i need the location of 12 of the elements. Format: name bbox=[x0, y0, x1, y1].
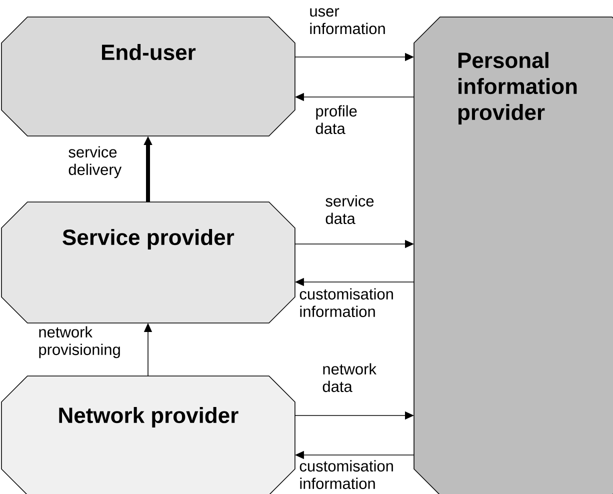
edge-label: service data bbox=[326, 195, 374, 224]
process-box: Personal information provider bbox=[414, 16, 613, 494]
edge-label: profile data bbox=[316, 105, 357, 134]
process-box: End-user bbox=[1, 16, 296, 136]
edge-label: customisation information bbox=[300, 460, 393, 490]
edge-label: customisation information bbox=[300, 288, 393, 318]
edge-label: network data bbox=[322, 363, 376, 392]
edge-label: user information bbox=[310, 8, 385, 34]
edge-label: network provisioning bbox=[39, 326, 120, 358]
edge-label: service delivery bbox=[68, 146, 122, 178]
process-box: Network provider bbox=[1, 376, 296, 494]
process-box: Service provider bbox=[1, 202, 296, 324]
